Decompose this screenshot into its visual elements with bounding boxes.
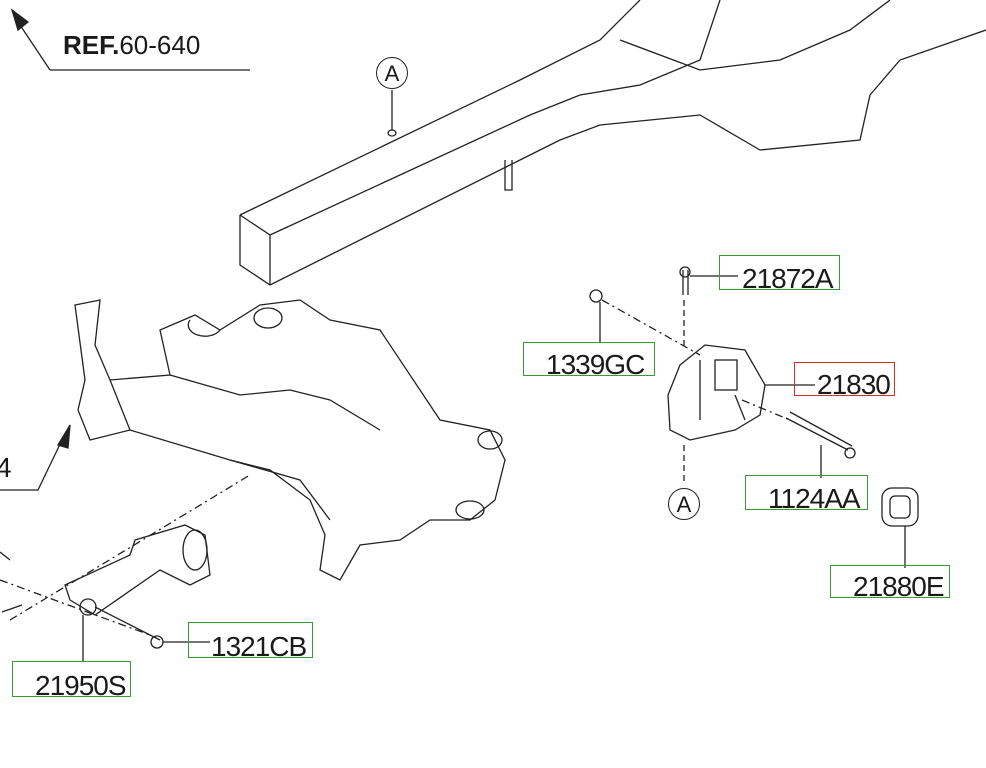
part-number: 1321CB [211, 631, 307, 662]
marker-a-top: A [376, 57, 408, 89]
engine-mount-drawing [589, 266, 919, 568]
subframe-drawing [74, 299, 506, 581]
part-number: 21872A [742, 263, 834, 294]
part-label-21950S[interactable]: 21950S [12, 661, 131, 701]
reference-label[interactable]: REF.60-640 [63, 30, 200, 61]
part-number: 1124AA [768, 483, 861, 514]
part-number: 21880E [853, 571, 945, 602]
part-label-21880E[interactable]: 21880E [830, 565, 950, 602]
ref-arrow [10, 8, 250, 71]
body-frame-drawing [239, 0, 986, 286]
roll-rod-drawing [0, 474, 251, 662]
part-label-1124AA[interactable]: 1124AA [745, 475, 868, 514]
part-number: 21830 [817, 369, 891, 400]
part-label-21872A[interactable]: 21872A [719, 255, 840, 294]
part-label-1321CB[interactable]: 1321CB [188, 622, 313, 662]
partial-part-label: 4 [0, 452, 12, 483]
part-number: 21950S [35, 670, 127, 701]
part-label-21830[interactable]: 21830 [794, 362, 895, 400]
leader-4 [0, 424, 71, 491]
part-label-1339GC[interactable]: 1339GC [523, 342, 655, 380]
reference-number: 60-640 [119, 30, 201, 60]
marker-a-bottom: A [668, 488, 700, 520]
reference-prefix: REF. [63, 30, 120, 60]
part-number: 1339GC [546, 349, 645, 380]
